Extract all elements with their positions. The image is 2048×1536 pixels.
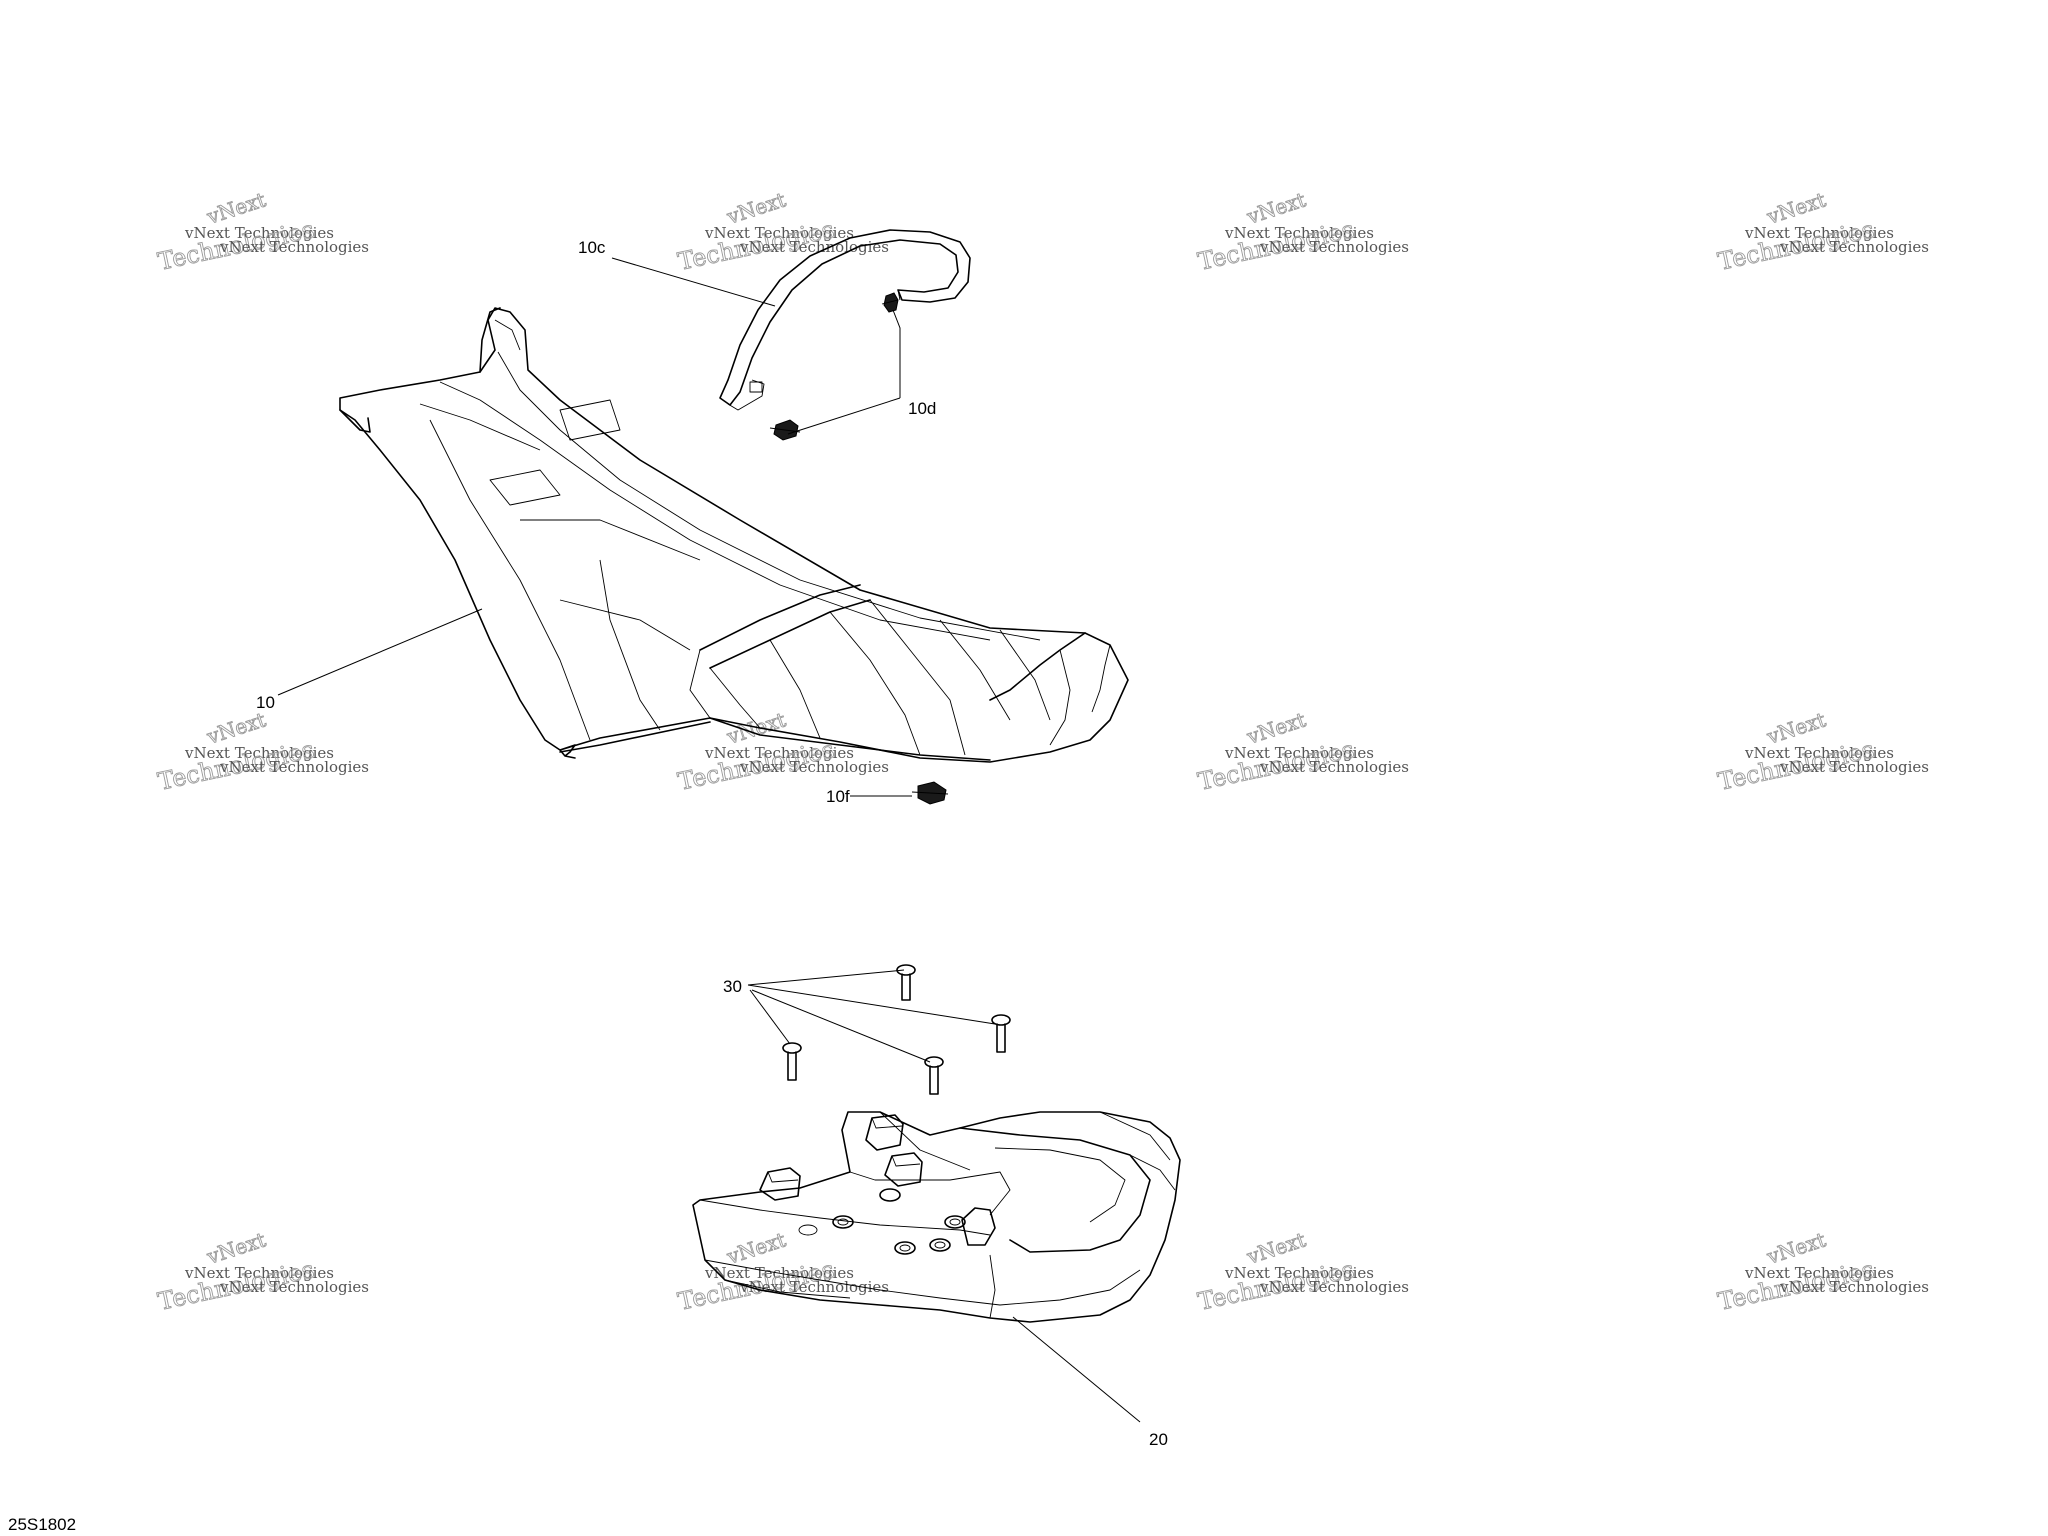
svg-text:vNext Technologies: vNext Technologies [739,238,889,256]
svg-text:vNext Technologies: vNext Technologies [1259,758,1409,776]
leader-line [892,309,901,398]
svg-text:vNext Technologies: vNext Technologies [739,1278,889,1296]
svg-text:vNext Technologies: vNext Technologies [1744,224,1894,242]
svg-text:vNext: vNext [723,187,788,229]
callout-10d: 10d [908,399,936,418]
watermark: vNext vNext Technologies Technologies vN… [155,1227,369,1316]
svg-text:vNext: vNext [1763,187,1828,229]
watermark: vNext vNext Technologies Technologies vN… [675,187,889,276]
svg-text:vNext Technologies: vNext Technologies [1224,224,1374,242]
svg-text:vNext Technologies: vNext Technologies [739,758,889,776]
screw [896,964,916,1001]
svg-text:vNext Technologies: vNext Technologies [704,224,854,242]
callout-30: 30 [723,977,742,996]
svg-text:vNext: vNext [203,187,268,229]
screw [782,1042,802,1081]
svg-text:vNext Technologies: vNext Technologies [1259,238,1409,256]
svg-text:vNext Technologies: vNext Technologies [704,744,854,762]
watermark: vNext vNext Technologies Technologies vN… [1195,707,1409,796]
leader-line [747,984,996,1025]
svg-text:vNext Technologies: vNext Technologies [219,238,369,256]
seat-clip-part [911,781,949,805]
svg-text:vNext: vNext [723,707,788,749]
svg-text:vNext: vNext [1243,707,1308,749]
svg-text:vNext Technologies: vNext Technologies [184,224,334,242]
callout-10c: 10c [578,238,606,257]
watermark: vNext vNext Technologies Technologies vN… [1715,1227,1929,1316]
svg-text:vNext: vNext [203,1227,268,1269]
leader-line [747,969,905,986]
screw [991,1014,1011,1053]
svg-text:vNext: vNext [723,1227,788,1269]
svg-text:vNext: vNext [1763,1227,1828,1269]
watermark: vNext vNext Technologies Technologies vN… [1195,187,1409,276]
screw [924,1056,944,1095]
leader-line [277,608,483,696]
leader-line [1012,1316,1141,1423]
seat-part [339,307,1129,763]
svg-text:vNext Technologies: vNext Technologies [1779,758,1929,776]
svg-text:vNext Technologies: vNext Technologies [184,744,334,762]
grab-strap-part [719,229,971,411]
watermark: vNext vNext Technologies Technologies vN… [155,707,369,796]
svg-text:vNext Technologies: vNext Technologies [1224,1264,1374,1282]
leader-line [751,989,931,1063]
callout-20: 20 [1149,1430,1168,1449]
svg-text:vNext Technologies: vNext Technologies [219,758,369,776]
svg-text:vNext Technologies: vNext Technologies [1744,744,1894,762]
svg-text:vNext Technologies: vNext Technologies [1744,1264,1894,1282]
svg-text:vNext Technologies: vNext Technologies [1779,238,1929,256]
watermark: vNext vNext Technologies Technologies vN… [1715,187,1929,276]
watermark: vNext vNext Technologies Technologies vN… [675,707,889,796]
rear-rack-part [692,1111,1181,1323]
leader-lines [277,257,1141,1423]
strap-fastener-part [769,292,899,441]
svg-text:vNext: vNext [1243,187,1308,229]
watermark: vNext vNext Technologies Technologies vN… [155,187,369,276]
leader-line [749,989,791,1045]
svg-text:vNext: vNext [1243,1227,1308,1269]
svg-text:vNext: vNext [1763,707,1828,749]
leader-line [787,397,901,435]
callout-10: 10 [256,693,275,712]
diagram-reference-code: 25S1802 [8,1515,76,1534]
svg-text:vNext Technologies: vNext Technologies [1779,1278,1929,1296]
leader-line [611,257,776,307]
svg-text:vNext: vNext [203,707,268,749]
svg-text:vNext Technologies: vNext Technologies [184,1264,334,1282]
callout-10f: 10f [826,787,850,806]
svg-text:vNext Technologies: vNext Technologies [219,1278,369,1296]
screws-part [782,964,1011,1095]
svg-text:vNext Technologies: vNext Technologies [1259,1278,1409,1296]
watermark: vNext vNext Technologies Technologies vN… [1195,1227,1409,1316]
watermark: vNext vNext Technologies Technologies vN… [1715,707,1929,796]
svg-text:vNext Technologies: vNext Technologies [1224,744,1374,762]
